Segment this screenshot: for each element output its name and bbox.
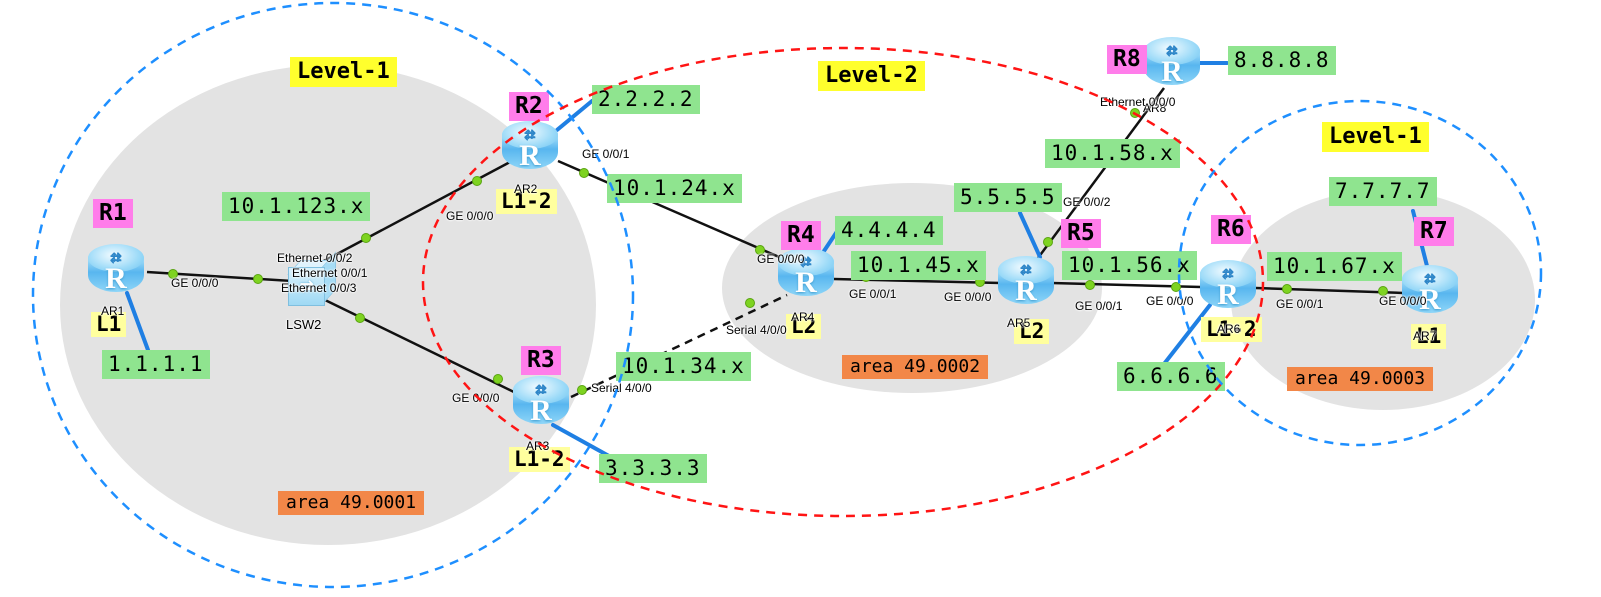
router-letter: R <box>105 262 127 295</box>
iface-label-r5-ge000: GE 0/0/0 <box>944 290 992 304</box>
subnet-label-10-1-24: 10.1.24.x <box>607 174 742 204</box>
node-tag-r1: R1 <box>93 199 133 229</box>
router-letter: R <box>795 266 817 299</box>
level-label-left: Level-1 <box>290 57 397 88</box>
loopback-ip-r4: 4.4.4.4 <box>835 216 943 246</box>
device-name-ar7: AR7 <box>1413 329 1437 343</box>
router-r2[interactable]: R <box>502 121 558 175</box>
device-name-ar4: AR4 <box>791 310 815 324</box>
iface-label-r5-ge002: GE 0/0/2 <box>1063 195 1111 209</box>
loopback-ip-r7: 7.7.7.7 <box>1329 177 1437 207</box>
subnet-label-10-1-56: 10.1.56.x <box>1062 251 1197 281</box>
router-letter: R <box>1217 278 1239 311</box>
node-tag-r6: R6 <box>1211 215 1251 245</box>
node-tag-r5: R5 <box>1061 219 1101 249</box>
subnet-label-10-1-34: 10.1.34.x <box>616 352 751 382</box>
level-label-middle: Level-2 <box>818 61 925 92</box>
router-r1[interactable]: R <box>88 244 144 298</box>
node-tag-r4: R4 <box>781 221 821 251</box>
device-name-ar2: AR2 <box>514 182 538 196</box>
loopback-ip-r3: 3.3.3.3 <box>599 454 707 484</box>
node-tag-r3: R3 <box>521 346 561 376</box>
device-name-ar1: AR1 <box>101 304 125 318</box>
node-tag-r2: R2 <box>509 92 549 122</box>
router-r3[interactable]: R <box>513 376 569 430</box>
router-r6[interactable]: R <box>1200 260 1256 314</box>
router-letter: R <box>1015 274 1037 307</box>
subnet-label-10-1-67: 10.1.67.x <box>1267 252 1402 282</box>
device-name-ar6: AR6 <box>1217 322 1241 336</box>
router-r7[interactable]: R <box>1402 265 1458 319</box>
router-letter: R <box>1161 55 1183 88</box>
iface-label-r4-serial: Serial 4/0/0 <box>726 323 787 337</box>
iface-label-r3-ge000: GE 0/0/0 <box>452 391 500 405</box>
iface-label-r1-ge000: GE 0/0/0 <box>171 276 219 290</box>
iface-label-r8-eth000: Ethernet 0/0/0 <box>1100 95 1176 109</box>
router-r8[interactable]: R <box>1144 37 1200 91</box>
iface-label-r4-ge000: GE 0/0/0 <box>757 252 805 266</box>
loopback-ip-r1: 1.1.1.1 <box>102 350 210 380</box>
device-name-ar5: AR5 <box>1007 316 1031 330</box>
loopback-ip-r2: 2.2.2.2 <box>592 85 700 115</box>
area-label-49-0001: area 49.0001 <box>278 491 425 515</box>
router-letter: R <box>530 394 552 427</box>
iface-label-lsw2-eth002: Ethernet 0/0/2 <box>277 251 353 265</box>
node-tag-r7: R7 <box>1414 217 1454 247</box>
device-name-ar3: AR3 <box>526 439 550 453</box>
loopback-ip-r6: 6.6.6.6 <box>1117 362 1225 392</box>
router-r5[interactable]: R <box>998 256 1054 310</box>
iface-label-r4-ge001: GE 0/0/1 <box>849 287 897 301</box>
loopback-ip-r8: 8.8.8.8 <box>1228 46 1336 76</box>
iface-label-r6-ge000: GE 0/0/0 <box>1146 294 1194 308</box>
router-letter: R <box>519 139 541 172</box>
iface-label-r6-ge001: GE 0/0/1 <box>1276 297 1324 311</box>
loopback-line-r2 <box>555 99 594 132</box>
iface-label-r7-ge000: GE 0/0/0 <box>1379 294 1427 308</box>
iface-label-lsw2-eth003: Ethernet 0/0/3 <box>281 281 357 295</box>
area-label-49-0002: area 49.0002 <box>842 355 989 379</box>
subnet-label-10-1-123: 10.1.123.x <box>222 192 371 222</box>
iface-label-r3-serial: Serial 4/0/0 <box>591 381 652 395</box>
iface-label-r2-ge001: GE 0/0/1 <box>582 147 630 161</box>
area-label-49-0003: area 49.0003 <box>1287 367 1434 391</box>
level-label-right: Level-1 <box>1322 122 1429 153</box>
iface-label-lsw2-eth001: Ethernet 0/0/1 <box>292 266 368 280</box>
iface-label-r2-ge000: GE 0/0/0 <box>446 209 494 223</box>
loopback-ip-r5: 5.5.5.5 <box>954 183 1062 213</box>
node-tag-r8: R8 <box>1107 45 1147 75</box>
subnet-label-10-1-45: 10.1.45.x <box>851 251 986 281</box>
iface-label-r5-ge001: GE 0/0/1 <box>1075 299 1123 313</box>
subnet-label-10-1-58: 10.1.58.x <box>1045 139 1180 169</box>
device-name-lsw2: LSW2 <box>286 317 322 332</box>
